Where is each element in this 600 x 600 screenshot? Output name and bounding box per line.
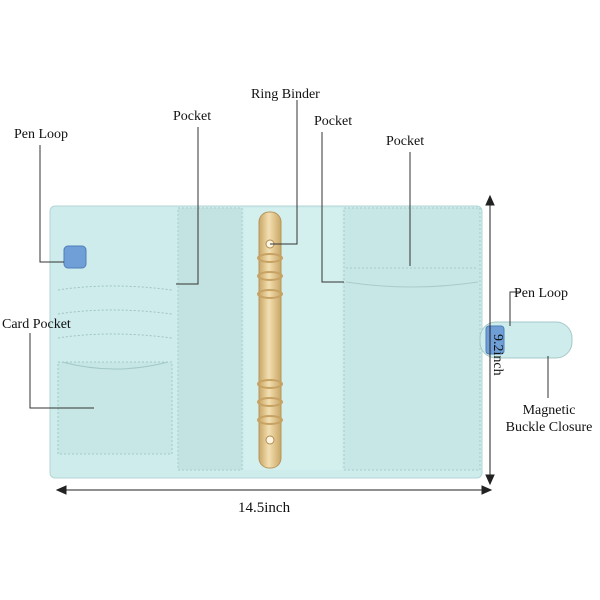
height-dimension-label: 9.2inch xyxy=(490,334,505,376)
dimension-lines xyxy=(55,194,495,495)
rings xyxy=(257,253,283,425)
label-magnetic-buckle: Magnetic Buckle Closure xyxy=(498,402,600,436)
leader-ring-binder xyxy=(270,100,298,245)
label-magnetic-line2: Buckle Closure xyxy=(505,420,593,435)
leader-pen-loop-right xyxy=(509,291,520,326)
label-pen-loop-left: Pen Loop xyxy=(14,127,69,142)
ring-binder xyxy=(258,211,282,469)
label-pocket-left: Pocket xyxy=(173,109,212,124)
right-pocket-middle xyxy=(343,207,481,471)
left-pocket xyxy=(177,207,243,471)
card-pocket-1 xyxy=(57,285,173,291)
leader-card-pocket xyxy=(29,333,94,409)
leader-pocket-left xyxy=(176,127,199,285)
label-card-pocket: Card Pocket xyxy=(2,317,71,332)
leader-pen-loop-left xyxy=(39,145,64,263)
leader-lines xyxy=(29,100,549,409)
ring-holes xyxy=(265,239,275,445)
card-pocket-2 xyxy=(57,309,173,315)
width-dimension-label: 14.5inch xyxy=(238,500,291,516)
leader-pocket-middle xyxy=(321,132,344,283)
binder-body xyxy=(49,205,573,479)
label-magnetic-line1: Magnetic xyxy=(522,403,576,418)
pen-loop-left xyxy=(63,245,87,269)
label-pen-loop-right: Pen Loop xyxy=(514,286,569,301)
label-pocket-right: Pocket xyxy=(386,134,425,149)
card-pocket-3 xyxy=(57,333,173,339)
label-pocket-middle: Pocket xyxy=(314,114,353,129)
label-ring-binder: Ring Binder xyxy=(251,87,320,102)
